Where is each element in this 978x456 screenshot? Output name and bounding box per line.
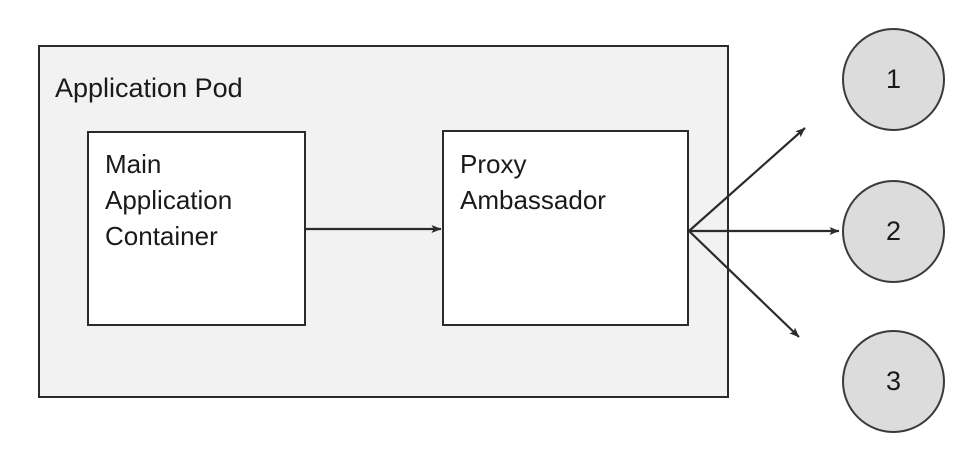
endpoint-2-label: 2 (885, 216, 902, 246)
proxy-ambassador-label: Proxy Ambassador (460, 149, 606, 215)
endpoint-1-label: 1 (885, 64, 902, 94)
endpoint-circle-2[interactable]: 2 (842, 180, 945, 283)
endpoint-circle-1[interactable]: 1 (842, 28, 945, 131)
application-pod-label: Application Pod (55, 73, 243, 103)
main-application-container-box[interactable]: Main Application Container (87, 131, 306, 326)
endpoint-circle-3[interactable]: 3 (842, 330, 945, 433)
endpoint-3-label: 3 (885, 366, 902, 396)
proxy-ambassador-box[interactable]: Proxy Ambassador (442, 130, 689, 326)
main-application-container-label: Main Application Container (105, 149, 233, 251)
